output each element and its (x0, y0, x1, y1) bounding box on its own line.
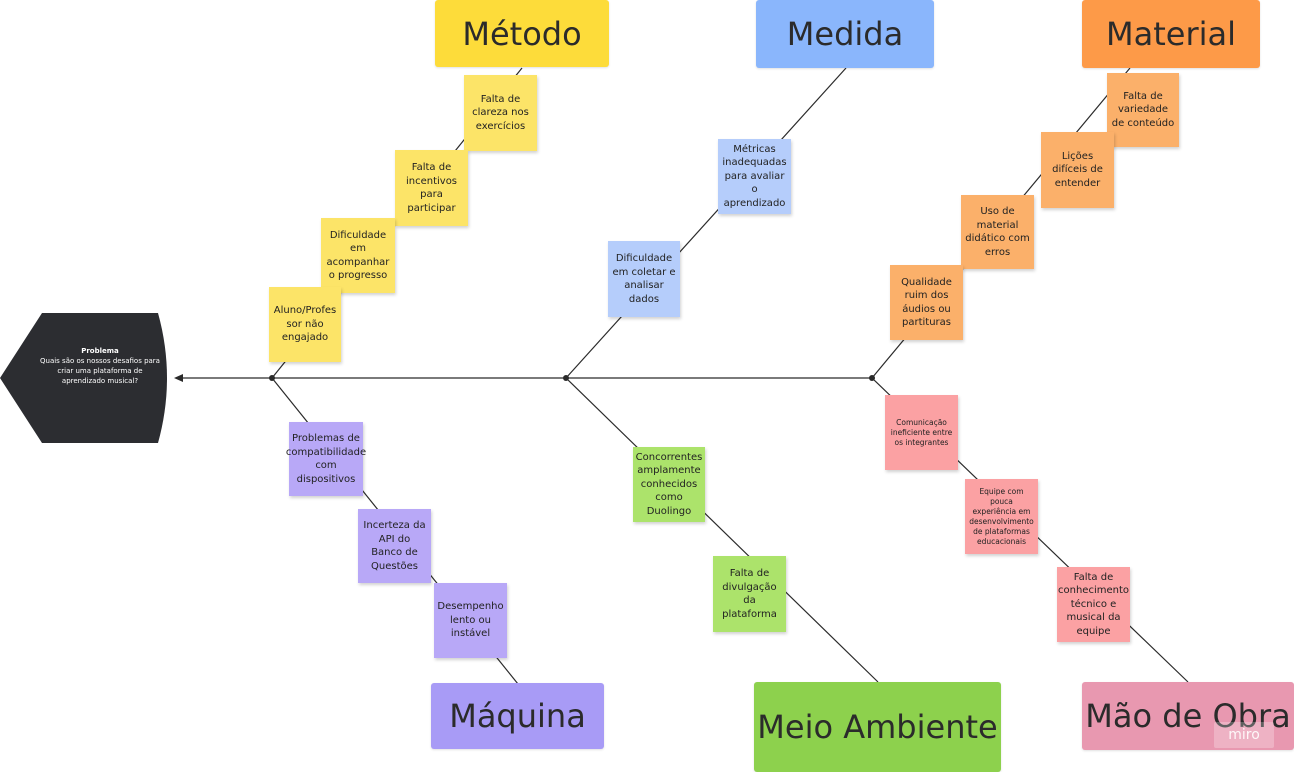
joint-dot (269, 375, 275, 381)
note-material-3[interactable]: Uso de material didático com erros (961, 195, 1034, 269)
note-mao-de-obra-3[interactable]: Falta de conhecimento técnico e musical … (1057, 567, 1130, 642)
note-maquina-1[interactable]: Problemas de compatibilidade com disposi… (286, 422, 366, 496)
note-metodo-3[interactable]: Dificuldade em acompanhar o progresso (321, 218, 395, 293)
category-meio-ambiente[interactable]: Meio Ambiente (754, 682, 1001, 772)
note-metodo-4[interactable]: Aluno/Profes sor não engajado (269, 287, 341, 362)
note-maquina-2[interactable]: Incerteza da API do Banco de Questões (358, 509, 431, 583)
note-medida-1[interactable]: Métricas inadequadas para avaliar o apre… (718, 139, 791, 214)
note-meio-ambiente-1[interactable]: Concorrentes amplamente conhecidos como … (633, 447, 705, 522)
note-material-2[interactable]: Lições difíceis de entender (1041, 132, 1114, 208)
note-mao-de-obra-2[interactable]: Equipe com pouca experiência em desenvol… (965, 479, 1038, 554)
miro-watermark: miro (1214, 722, 1274, 748)
category-medida[interactable]: Medida (756, 0, 934, 68)
bone-meio-ambiente (565, 377, 879, 683)
problem-text: Quais são os nossos desafios para criar … (40, 357, 160, 385)
arrowhead (174, 374, 183, 382)
note-medida-2[interactable]: Dificuldade em coletar e analisar dados (608, 241, 680, 317)
note-maquina-3[interactable]: Desempenho lento ou instável (434, 583, 507, 658)
joint-dot (563, 375, 569, 381)
problem-title: Problema (81, 347, 119, 355)
category-metodo[interactable]: Método (435, 0, 609, 67)
note-meio-ambiente-2[interactable]: Falta de divulgação da plataforma (713, 556, 786, 632)
note-mao-de-obra-1[interactable]: Comunicação ineficiente entre os integra… (885, 395, 958, 470)
note-material-1[interactable]: Falta de variedade de conteúdo (1107, 73, 1179, 147)
problem-statement: Problema Quais são os nossos desafios pa… (40, 346, 160, 386)
note-material-4[interactable]: Qualidade ruim dos áudios ou partituras (890, 265, 963, 340)
problem-head[interactable] (0, 313, 176, 443)
joint-dot (869, 375, 875, 381)
category-material[interactable]: Material (1082, 0, 1260, 68)
note-metodo-1[interactable]: Falta de clareza nos exercícios (464, 75, 537, 151)
note-metodo-2[interactable]: Falta de incentivos para participar (395, 150, 468, 226)
category-maquina[interactable]: Máquina (431, 683, 604, 749)
bone-medida (565, 67, 847, 379)
category-mao-de-obra[interactable]: Mão de Obra (1082, 682, 1294, 750)
